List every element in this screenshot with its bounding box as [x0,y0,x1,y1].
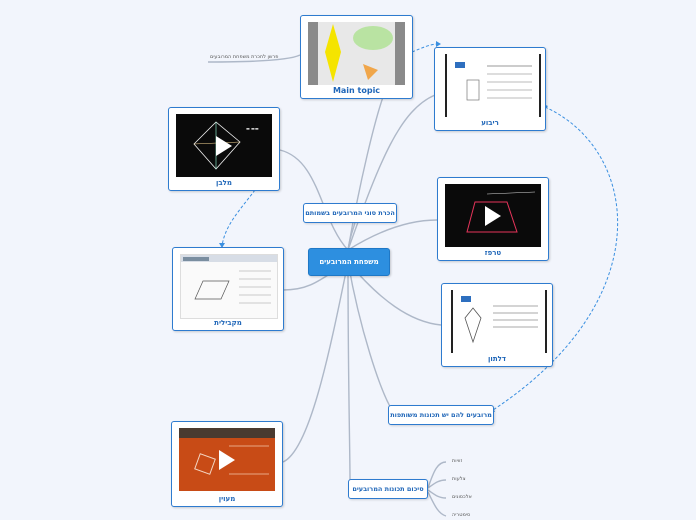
summary-subitem[interactable]: זוויות [452,458,463,464]
card-kite[interactable]: דלתון [441,283,553,367]
dashed-link-rhombus-parallelogram [221,189,256,247]
summary-subitem[interactable]: סימטריה [452,512,471,518]
main-topic-thumbnail [308,22,405,85]
main-topic-card[interactable]: Main topic [300,15,413,99]
card-square[interactable]: מעוין [171,421,283,507]
topic-intro[interactable]: הכרת סוגי המרובעים בשמותם [303,203,397,223]
card-trapezoid[interactable]: טרפז [437,177,549,261]
trapezoid-video-thumbnail [445,184,541,247]
link-summary-items [427,461,447,517]
link-main-topic [347,96,384,251]
card-kite-label: דלתון [488,355,506,363]
card-drawing-label: ריבוע [481,119,499,127]
summary-subitem[interactable]: אלכסונים [452,494,472,500]
link-trapezoid [347,219,438,251]
link-square [282,261,349,463]
topic-common-properties[interactable]: מרובעים להם יש תכונות משותפות [388,405,494,425]
card-drawing[interactable]: ריבוע [434,47,546,131]
rhombus-video-thumbnail: ▬▬ ▬ [176,114,272,177]
rhombus-video-caption: ▬▬ ▬ [246,126,259,131]
topic-summary[interactable]: סיכום תכונות המרובעים [348,479,428,499]
main-topic-label: Main topic [332,86,381,95]
link-rhombus [279,149,349,251]
kite-thumbnail [451,290,547,353]
arrow-head-main [436,41,441,47]
card-rhombus[interactable]: ▬▬ ▬ מלבן [168,107,280,191]
dashed-link-drawing-common [492,106,619,411]
play-icon[interactable] [485,206,501,226]
link-common [347,261,393,411]
dashed-link-main-drawing [411,43,439,53]
parallelogram-thumbnail [180,254,278,319]
play-icon[interactable] [216,136,232,156]
card-rhombus-label: מלבן [216,179,232,187]
card-square-label: מעוין [218,495,236,503]
link-summary [347,261,351,481]
play-icon[interactable] [219,450,235,470]
square-video-thumbnail [179,428,275,491]
card-trapezoid-label: טרפז [484,249,502,257]
card-parallelogram[interactable]: מקבילית [172,247,284,331]
card-parallelogram-label: מקבילית [214,319,242,327]
link-drawing [347,94,436,251]
summary-subitem[interactable]: צלעות [452,476,466,482]
main-topic-note: פרשן לחכרת משפחת המרובעים [210,54,279,60]
drawing-thumbnail [445,54,541,117]
link-note [207,54,301,63]
arrow-head-parallelogram [219,243,225,248]
central-topic[interactable]: משפחת המרובעים [308,248,390,276]
